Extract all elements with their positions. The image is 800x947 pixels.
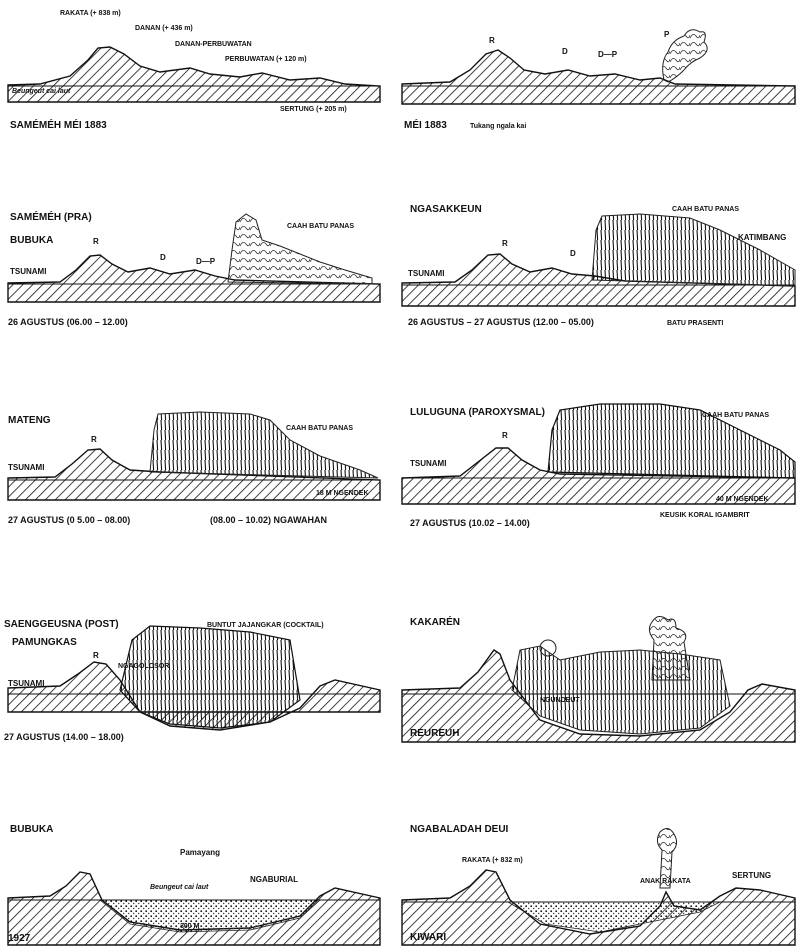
p3-d-label: D [160,254,166,262]
p10-sertung-label: SERTUNG [732,872,771,880]
p7-r-label: R [93,652,99,660]
p2-r-label: R [489,37,495,45]
panel-9-profile [8,872,380,945]
p4-heading: NGASAKKEUN [410,205,482,215]
p2-note: Tukang ngala kai [470,123,526,130]
p5-caption-2: (08.00 – 10.02) NGAWAHAN [210,516,327,525]
p7-ngagolosor-label: NGAGOLOSOR [118,663,169,670]
p6-r-label: R [502,432,508,440]
panel-4-profile [402,214,795,306]
panel-7-collapse-debris [120,626,300,728]
p1-perbuwatan-label: PERBUWATAN (+ 120 m) [225,56,307,63]
p6-note: KEUSIK KORAL IGAMBRIT [660,512,750,519]
p7-caption: 27 AGUSTUS (14.00 – 18.00) [4,733,124,742]
p4-d-label: D [570,250,576,258]
p5-heading: MATENG [8,416,51,426]
p10-rakata-label: RAKATA (+ 832 m) [462,857,523,864]
p9-year-label: 1927 [8,934,30,944]
p1-sea-level-label: Beungeut cai laut [12,88,70,95]
p3-r-label: R [93,238,99,246]
p7-subheading: PAMUNGKAS [12,638,77,648]
p5-tsunami-label: TSUNAMI [8,464,44,472]
p10-anak-label: ANAK RAKATA [640,878,691,885]
panel-8-profile [402,616,795,742]
p8-heading: KAKARÉN [410,618,460,628]
p7-heading: SAENGGEUSNA (POST) [4,620,119,630]
p3-dp-label: D—P [196,258,215,266]
p8-collapse-label: NGUNDEUT [540,697,580,704]
p1-caption: SAMÉMÉH MÉI 1883 [10,121,107,131]
p6-caption: 27 AGUSTUS (10.02 – 14.00) [410,519,530,528]
p4-r-label: R [502,240,508,248]
p4-tsunami-label: TSUNAMI [408,270,444,278]
p9-ngaburial-label: NGABURIAL [250,876,298,884]
p6-heading: LULUGUNA (PAROXYSMAL) [410,408,545,418]
p4-note: BATU PRASENTI [667,320,723,327]
p5-flow-label: CAAH BATU PANAS [286,425,353,432]
p4-caption: 26 AGUSTUS – 27 AGUSTUS (12.00 – 05.00) [408,318,594,327]
panel-2-profile [402,30,795,104]
p9-heading: BUBUKA [10,825,53,835]
panel-6-profile [402,404,795,504]
panel-4-eruption-columns [592,214,795,286]
p2-caption: MÉI 1883 [404,121,447,131]
p9-depth-label: 300 M [180,923,199,930]
p6-tsunami-label: TSUNAMI [410,460,446,468]
p4-katimbang-label: KATIMBANG [738,234,786,242]
p1-rakata-label: RAKATA (+ 838 m) [60,10,121,17]
p3-tsunami-label: TSUNAMI [10,268,46,276]
panel-10-profile [402,828,795,945]
p3-flow-label: CAAH BATU PANAS [287,223,354,230]
p5-caption: 27 AGUSTUS (0 5.00 – 08.00) [8,516,130,525]
panel-8-plume-right [649,616,690,680]
p5-r-label: R [91,436,97,444]
p7-cocktail-label: BUNTUT JAJANGKAR (COCKTAIL) [207,622,324,629]
p3-heading: SAMÉMÉH (PRA) [10,213,92,223]
p3-subheading: BUBUKA [10,236,53,246]
p6-depth-label: 40 M NGENDEK [716,496,769,503]
p5-depth-label: 18 M NGENDEK [316,490,369,497]
p10-heading: NGABALADAH DEUI [410,825,508,835]
p3-caption: 26 AGUSTUS (06.00 – 12.00) [8,318,128,327]
p7-tsunami-label: TSUNAMI [8,680,44,688]
p2-d-label: D [562,48,568,56]
p9-pamayang-label: Pamayang [180,849,220,857]
p1-danan-label: DANAN (+ 436 m) [135,25,193,32]
panel-5-eruption-columns [150,412,378,478]
p9-sea-level-label: Beungeut cai laut [150,884,208,891]
p2-dp-label: D—P [598,51,617,59]
p4-flow-label: CAAH BATU PANAS [672,206,739,213]
p1-sertung-label: SERTUNG (+ 205 m) [280,106,347,113]
p2-p-label: P [664,31,669,39]
panel-2-eruption-cloud [663,30,708,82]
p10-caption: KIWARI [410,933,446,943]
p8-caption: REUREUH [410,729,459,739]
p1-danan-perbuwatan-label: DANAN-PERBUWATAN [175,41,252,48]
panel-8-caldera-fill [512,646,730,734]
p6-flow-label: CAAH BATU PANAS [702,412,769,419]
